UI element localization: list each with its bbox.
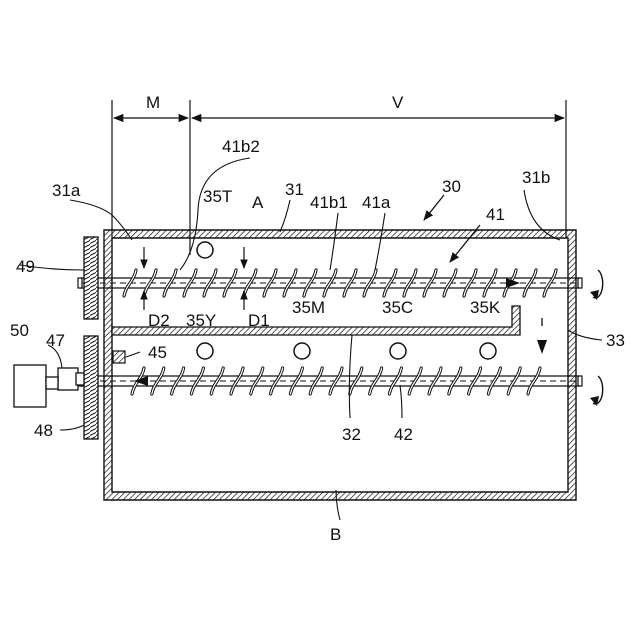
label-45: 45 (148, 343, 167, 362)
screw-42-shaft-end-right (578, 376, 582, 386)
label-42: 42 (394, 425, 413, 444)
arrow-30 (424, 195, 444, 220)
label-41a: 41a (362, 193, 391, 212)
label-V: V (392, 93, 404, 112)
label-47: 47 (46, 331, 65, 350)
label-31: 31 (285, 180, 304, 199)
part-45 (113, 351, 125, 363)
label-D1: D1 (248, 311, 270, 330)
motor-shaft (46, 377, 58, 389)
opening-35C (390, 343, 406, 359)
label-35M: 35M (292, 298, 325, 317)
opening-35M (294, 343, 310, 359)
shaft-47 (76, 373, 84, 385)
label-41: 41 (486, 205, 505, 224)
screw-41-shaft-end-left (78, 278, 82, 288)
label-41b1: 41b1 (310, 193, 348, 212)
label-D2: D2 (148, 311, 170, 330)
lower-screw (78, 368, 582, 394)
label-35T: 35T (203, 187, 232, 206)
gear-48 (84, 336, 98, 439)
label-49: 49 (16, 257, 35, 276)
coupling-47 (58, 368, 78, 390)
label-35K: 35K (470, 298, 501, 317)
opening-35T (197, 242, 213, 258)
label-A: A (252, 193, 264, 212)
opening-35Y (197, 343, 213, 359)
label-35Y: 35Y (186, 311, 216, 330)
label-48: 48 (34, 421, 53, 440)
gear-49 (84, 237, 98, 319)
label-32: 32 (342, 425, 361, 444)
label-33: 33 (606, 331, 625, 350)
label-31a: 31a (52, 181, 81, 200)
rotation-arrows (593, 270, 603, 404)
label-50: 50 (10, 321, 29, 340)
opening-35K (480, 343, 496, 359)
label-35C: 35C (382, 298, 413, 317)
screw-41-shaft-end-right (578, 278, 582, 288)
label-31b: 31b (522, 168, 550, 187)
label-41b2: 41b2 (222, 137, 260, 156)
label-B: B (330, 525, 341, 544)
motor-50 (14, 365, 46, 407)
label-30: 30 (442, 177, 461, 196)
label-M: M (146, 93, 160, 112)
labels: M V 41b2 35T 31 41b1 41a 30 31b 31a A 41… (10, 93, 625, 544)
